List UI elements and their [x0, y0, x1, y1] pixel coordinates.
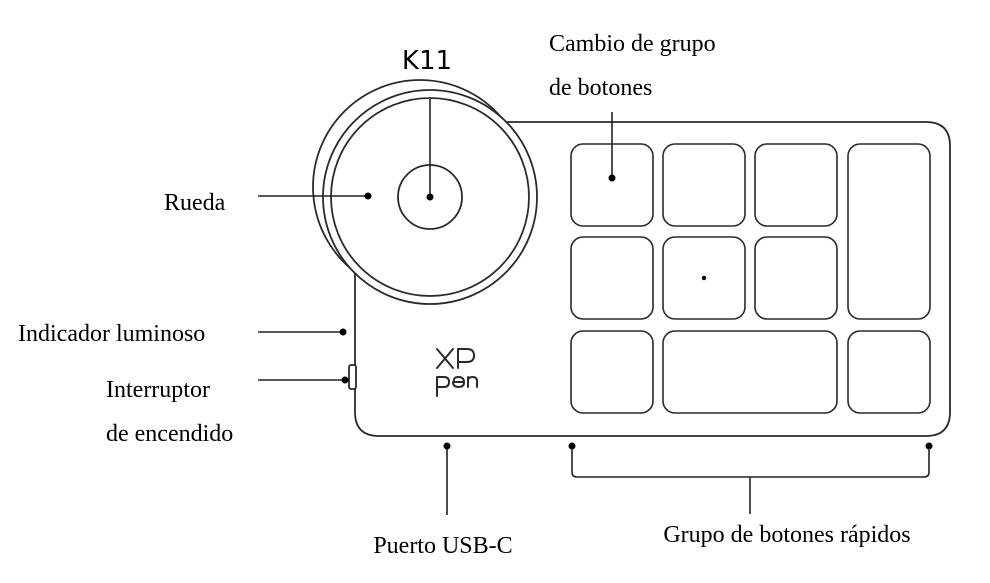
key-1-2[interactable] [662, 143, 746, 227]
indicator-label: Indicador luminoso [18, 321, 205, 347]
wheel-label: Rueda [164, 190, 226, 216]
usb-label: Puerto USB-C [373, 533, 512, 559]
group-switch-dot [608, 174, 616, 182]
power-switch-label-line2: de encendido [106, 421, 233, 447]
usb-dot [443, 442, 451, 450]
quick-keys-bracket [571, 448, 930, 478]
quick-keys-left-dot [568, 442, 576, 450]
k11-dot [426, 193, 434, 201]
key-2-3[interactable] [754, 236, 838, 320]
quick-keys-right-dot [925, 442, 933, 450]
quick-keys-label: Grupo de botones rápidos [663, 522, 910, 548]
power-switch-label-line1: Interruptor [106, 377, 210, 403]
key-center-dot [701, 275, 707, 281]
power-switch-dot [341, 376, 349, 384]
key-3-4[interactable] [847, 330, 931, 414]
xppen-logo [436, 348, 478, 397]
key-1-3[interactable] [754, 143, 838, 227]
power-switch[interactable] [348, 364, 357, 390]
key-2-1[interactable] [570, 236, 654, 320]
key-tall[interactable] [847, 143, 931, 320]
indicator-dot [339, 328, 347, 336]
group-switch-label-line2: de botones [549, 75, 652, 101]
wheel-dot [364, 192, 372, 200]
key-wide[interactable] [662, 330, 838, 414]
group-switch-label-line1: Cambio de grupo [549, 31, 716, 57]
key-3-1[interactable] [570, 330, 654, 414]
model-label: K11 [402, 46, 452, 76]
